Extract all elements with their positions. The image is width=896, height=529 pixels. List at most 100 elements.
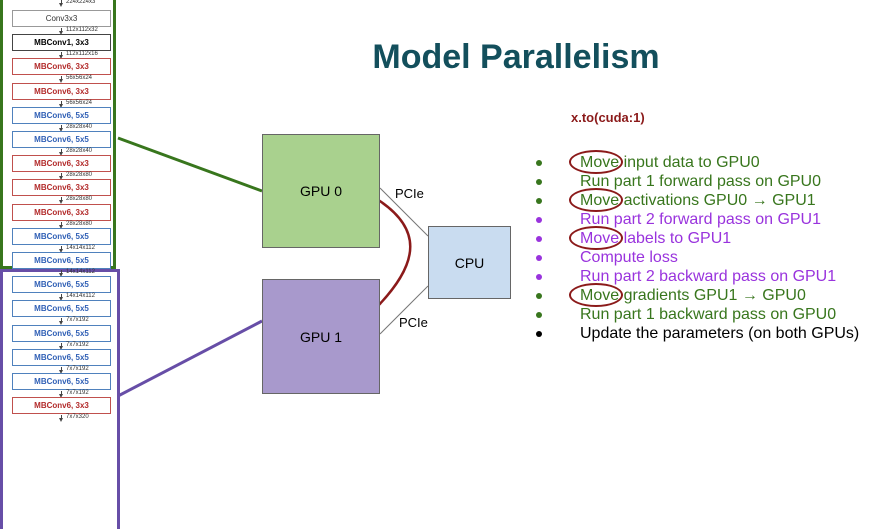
move-highlight-circle (569, 150, 623, 174)
step-text: Update the parameters (on both GPUs) (580, 325, 860, 342)
tensor-dim: 28x28x40 (66, 123, 93, 130)
tensor-dim: 7x7x192 (66, 365, 89, 372)
bullet-icon (536, 331, 542, 337)
arch-block: MBConv6, 5x5 (12, 131, 111, 148)
tensor-dim: 7x7x320 (66, 414, 89, 421)
arrow-head (59, 103, 63, 108)
arrow-line (61, 197, 62, 203)
green-bracket-connector (117, 136, 263, 193)
arrow-head (59, 248, 63, 253)
cpu-box: CPU (428, 226, 511, 299)
arch-block: MBConv6, 5x5 (12, 373, 111, 390)
arrow-line (61, 245, 62, 251)
tensor-dim: 112x112x16 (66, 51, 98, 58)
step-item: Move labels to GPU1 (536, 226, 859, 250)
arrow-head (59, 31, 63, 35)
arrow-head (59, 55, 63, 60)
arrow-line (61, 149, 62, 154)
arch-block: MBConv6, 3x3 (12, 179, 111, 197)
gpu1-box: GPU 1 (262, 279, 380, 394)
tensor-dim: 28x28x80 (66, 172, 93, 179)
arch-block: MBConv6, 3x3 (12, 203, 111, 221)
arrow-head (59, 321, 63, 326)
arch-block: MBConv6, 5x5 (12, 106, 111, 124)
step-item: Move input data to GPU0 (536, 150, 859, 174)
arrow-line (61, 124, 62, 130)
arrow-head (59, 79, 63, 84)
tensor-dim: 224x224x3 (66, 0, 96, 5)
pcie-label-bottom: PCIe (399, 315, 428, 330)
bullet-icon (536, 255, 542, 261)
pcie-label-top: PCIe (395, 186, 424, 201)
step-text: Move activations GPU0 → GPU1 (580, 192, 816, 209)
step-item: Run part 1 forward pass on GPU0 (536, 172, 859, 191)
arrow-line (61, 294, 62, 300)
move-highlight-circle (569, 226, 623, 250)
gpu0-label: GPU 0 (299, 183, 342, 199)
arrow-head (59, 152, 63, 156)
arrow-head (59, 200, 63, 205)
bullet-icon (536, 274, 542, 280)
arrow-head (59, 3, 63, 7)
step-text: Compute loss (580, 249, 678, 266)
arrow-head (59, 176, 63, 181)
arch-block: Conv3x3 (12, 10, 111, 27)
bullet-icon (536, 198, 542, 204)
tensor-dim: 112x112x32 (66, 27, 98, 33)
arrow-line (61, 76, 62, 82)
step-text: Move gradients GPU1 → GPU0 (580, 287, 806, 304)
arrow-line (61, 100, 62, 106)
arch-block: MBConv6, 5x5 (12, 252, 111, 269)
arrow-line (61, 366, 62, 372)
arrow-line (61, 221, 62, 227)
step-text: Move input data to GPU0 (580, 154, 760, 171)
bullet-icon (536, 179, 542, 185)
step-item: Run part 2 forward pass on GPU1 (536, 210, 859, 229)
move-highlight-circle (569, 188, 623, 212)
step-item: Move gradients GPU1 → GPU0 (536, 283, 859, 307)
bullet-icon (536, 236, 542, 242)
arrow-line (61, 270, 62, 275)
pcie-link-bottom (379, 285, 429, 335)
arch-block: MBConv1, 3x3 (12, 34, 111, 52)
arrow-head (59, 127, 63, 132)
tensor-dim: 7x7x192 (66, 390, 89, 396)
arrow-line (61, 318, 62, 324)
arrow-line (61, 415, 62, 421)
gpu0-box: GPU 0 (262, 134, 380, 248)
code-snippet: x.to(cuda:1) (571, 110, 645, 125)
tensor-dim: 28x28x80 (66, 196, 93, 203)
arrow-line (61, 342, 62, 348)
arrow-line (61, 52, 62, 58)
bullet-icon (536, 160, 542, 166)
arrow-line (61, 391, 62, 396)
step-item: Run part 2 backward pass on GPU1 (536, 267, 859, 286)
tensor-dim: 56x56x24 (66, 75, 93, 82)
arch-block: MBConv6, 5x5 (12, 348, 111, 366)
arch-block: MBConv6, 5x5 (12, 227, 111, 245)
bullet-icon (536, 217, 542, 223)
activation-transfer-curve (360, 188, 412, 314)
step-text: Run part 1 forward pass on GPU0 (580, 173, 822, 190)
arch-block: MBConv6, 3x3 (12, 82, 111, 100)
tensor-dim: 56x56x24 (66, 99, 93, 106)
step-text: Run part 1 backward pass on GPU0 (580, 306, 837, 323)
move-highlight-circle (569, 283, 623, 307)
arrow-head (59, 224, 63, 229)
cpu-label: CPU (454, 254, 485, 271)
tensor-dim: 14x14x112 (66, 293, 95, 300)
gpu1-label: GPU 1 (299, 328, 342, 345)
part2-purple-bracket (0, 269, 120, 529)
arch-block: MBConv6, 3x3 (12, 397, 111, 415)
arch-block: MBConv6, 3x3 (12, 58, 111, 76)
arrow-head (59, 273, 63, 277)
purple-bracket-connector (117, 319, 263, 398)
step-text: Run part 2 backward pass on GPU1 (580, 268, 837, 285)
arch-block: MBConv6, 5x5 (12, 276, 111, 294)
arrow-head (59, 297, 63, 302)
step-text: Run part 2 forward pass on GPU1 (580, 211, 822, 228)
arrow-head (59, 345, 63, 350)
bullet-icon (536, 312, 542, 318)
